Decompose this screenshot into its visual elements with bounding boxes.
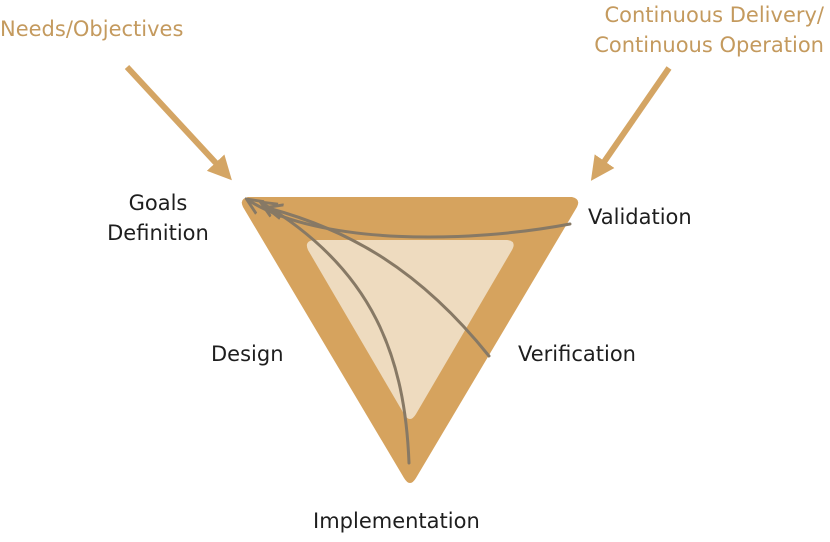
continuous-delivery-line: Continuous Delivery/ xyxy=(604,3,824,27)
definition-line: Definition xyxy=(107,221,209,245)
continuous-delivery-label: Continuous Delivery/ Continuous Operatio… xyxy=(594,0,824,60)
design-label: Design xyxy=(211,342,284,366)
verification-feedback-arrow xyxy=(268,208,491,358)
needs-objectives-label: Needs/Objectives xyxy=(0,17,184,41)
implementation-feedback-arrow xyxy=(262,203,411,465)
goals-line: Goals xyxy=(128,191,188,215)
continuous-operation-line: Continuous Operation xyxy=(594,33,824,57)
verification-label: Verification xyxy=(518,342,636,366)
implementation-label: Implementation xyxy=(313,509,480,533)
validation-label: Validation xyxy=(588,205,692,229)
delivery-input-arrow xyxy=(590,66,672,181)
goals-definition-label: Goals Definition xyxy=(96,188,220,248)
needs-input-arrow xyxy=(124,64,232,181)
inner-triangle xyxy=(306,240,514,419)
